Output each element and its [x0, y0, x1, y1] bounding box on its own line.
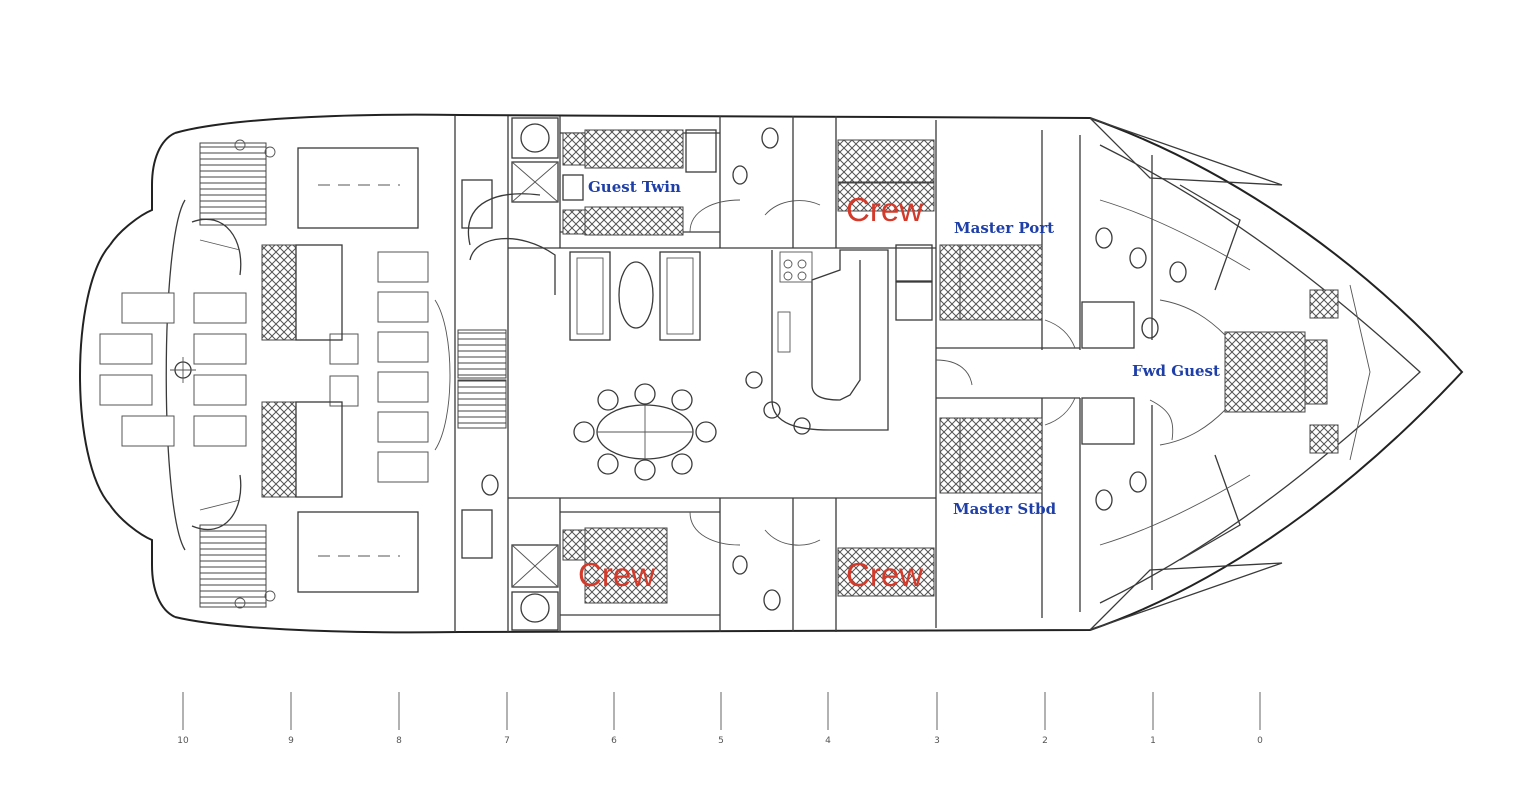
room-label-guest-twin: Guest Twin — [588, 178, 681, 196]
station-ruler — [182, 692, 1261, 730]
station-label: 9 — [288, 736, 294, 746]
station-label: 2 — [1042, 736, 1048, 746]
saloon-furniture — [569, 251, 701, 341]
tender-boxes — [234, 139, 419, 609]
station-label: 1 — [1150, 736, 1156, 746]
station-label: 5 — [718, 736, 724, 746]
station-label: 8 — [396, 736, 402, 746]
room-label-master-port: Master Port — [954, 219, 1055, 237]
crew-label-upper: Crew — [846, 191, 924, 228]
forward-cabin — [1099, 184, 1251, 561]
heads — [481, 117, 1187, 631]
aft-sofas — [261, 244, 343, 498]
aft-cockpit-seating — [99, 251, 429, 483]
door-swings — [689, 199, 1174, 546]
berths — [562, 129, 1339, 604]
dining-table — [573, 383, 717, 481]
station-label: 4 — [825, 736, 831, 746]
station-label: 10 — [177, 736, 189, 746]
crew-label-lower-mid: Crew — [846, 556, 924, 593]
aft-steps — [191, 142, 267, 608]
room-label-master-stbd: Master Stbd — [953, 500, 1057, 518]
bulkheads — [454, 116, 1153, 632]
galley — [745, 244, 933, 435]
station-label: 7 — [504, 736, 510, 746]
crew-label-lower-aft: Crew — [578, 556, 656, 593]
stairs — [434, 179, 556, 559]
station-label: 6 — [611, 736, 617, 746]
station-label: 3 — [934, 736, 940, 746]
room-label-fwd-guest: Fwd Guest — [1132, 362, 1220, 380]
station-label: 0 — [1257, 736, 1263, 746]
hull-outline — [79, 113, 1464, 634]
